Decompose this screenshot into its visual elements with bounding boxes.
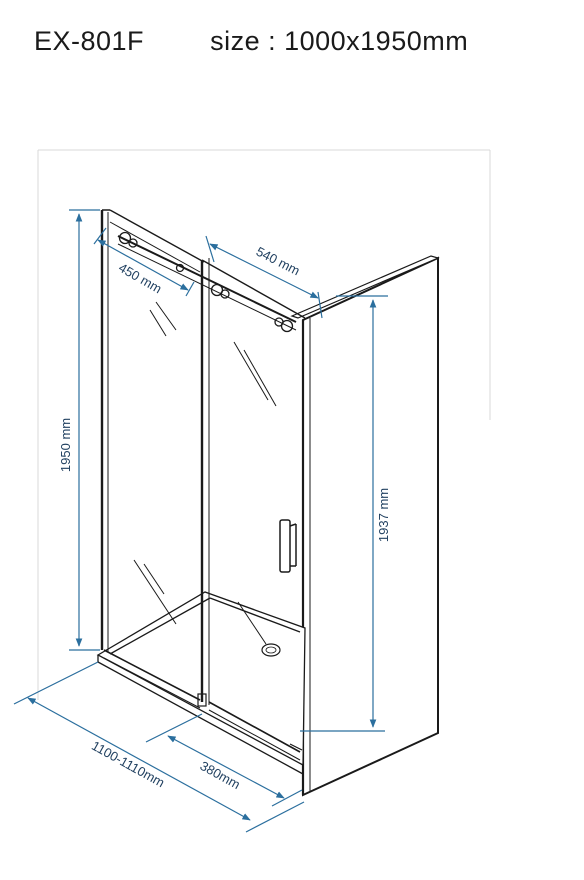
- title-block: EX-801F size : 1000x1950mm: [34, 26, 468, 57]
- dimension-label-1950: 1950 mm: [58, 418, 73, 472]
- size-label: size : 1000x1950mm: [210, 26, 469, 56]
- door-handle: [279, 519, 297, 573]
- dimension-label-380: 380mm: [198, 758, 243, 792]
- wall-guides: [37, 149, 491, 700]
- dimension-door-width: 450 mm: [93, 227, 195, 296]
- dimension-label-540: 540 mm: [254, 244, 303, 279]
- dimension-label-1100-1110: 1100-1110mm: [89, 738, 167, 790]
- side-panel: [290, 255, 440, 797]
- model-number: EX-801F: [34, 26, 145, 56]
- dimension-label-1937: 1937 mm: [376, 488, 391, 542]
- dimension-label-450: 450 mm: [116, 260, 164, 296]
- dimension-height-panel: 1937 mm: [300, 295, 391, 732]
- dimension-height-total: 1950 mm: [58, 209, 100, 651]
